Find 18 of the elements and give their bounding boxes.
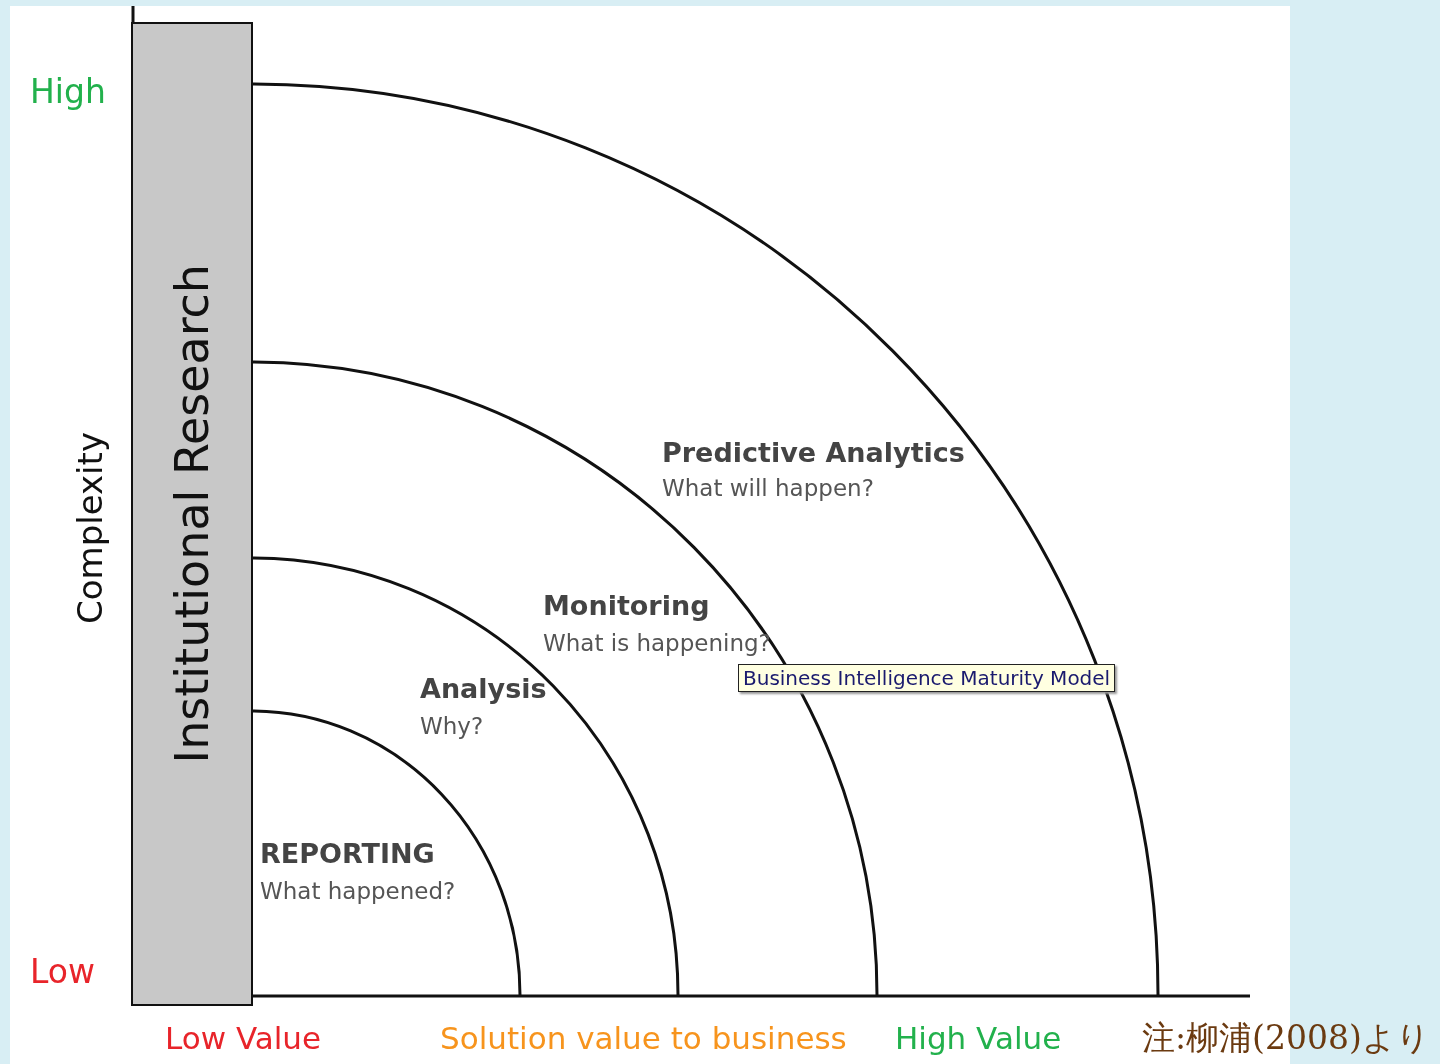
axis-label: Low <box>30 952 95 991</box>
stage-title: Analysis <box>420 673 547 704</box>
axis-label: Low Value <box>165 1020 322 1056</box>
source-note: 注:柳浦(2008)より <box>1142 1017 1430 1059</box>
bar-title: Institutional Research <box>165 264 219 764</box>
stage-question: Why? <box>420 713 484 739</box>
axis-label: High <box>30 72 106 111</box>
stage-question: What happened? <box>260 878 456 904</box>
stage-title: Monitoring <box>543 590 710 621</box>
axis-label: High Value <box>895 1020 1062 1056</box>
vertical-bar <box>131 22 253 1006</box>
stage-title: Predictive Analytics <box>662 437 965 468</box>
stage-title: REPORTING <box>260 838 435 869</box>
tooltip: Business Intelligence Maturity Model <box>738 664 1116 692</box>
axis-title: Complexity <box>70 432 110 625</box>
axis-title: Solution value to business <box>440 1020 847 1056</box>
stage-question: What will happen? <box>662 475 874 501</box>
stage-question: What is happening? <box>543 630 771 656</box>
